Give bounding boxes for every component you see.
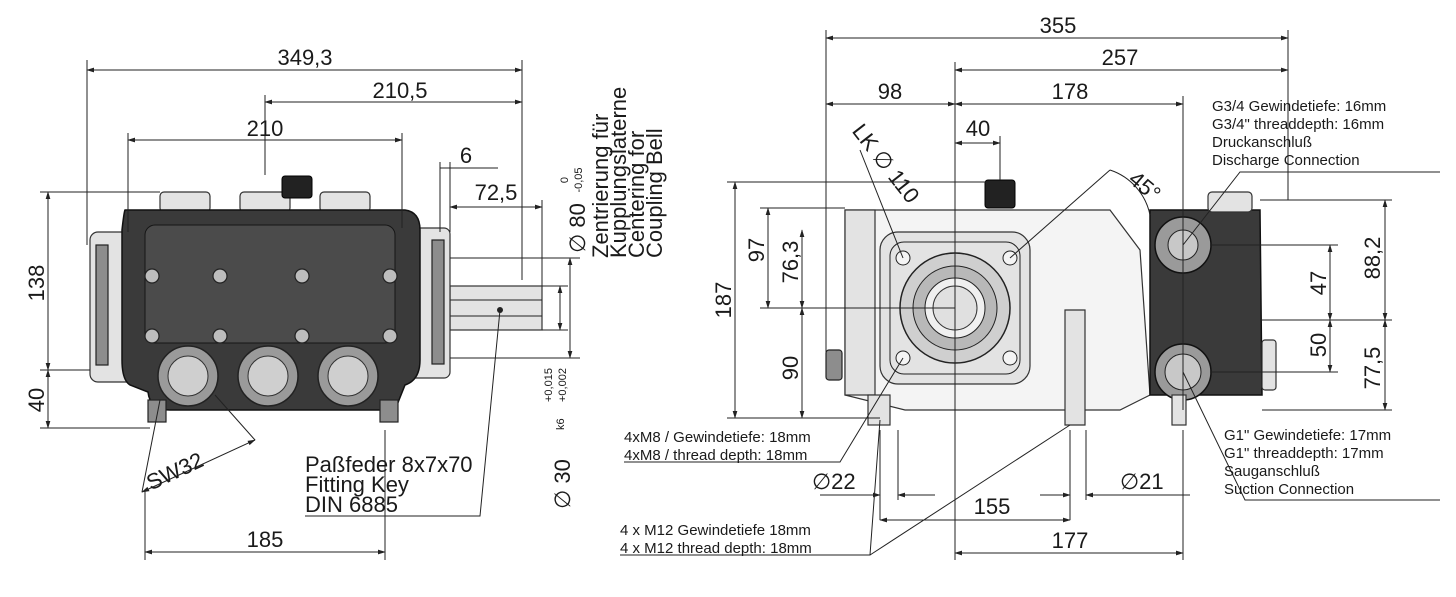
dim-suction-height: 77,5: [1360, 347, 1385, 390]
dim-knob-offset: 40: [966, 116, 990, 141]
m8-label-line-2: 4xM8 / thread depth: 18mm: [624, 447, 807, 464]
discharge-label-line-3: Druckanschluß: [1212, 134, 1312, 151]
dim-centering-tol-upper: 0: [559, 177, 571, 183]
key-label-line-1: Paßfeder 8x7x70: [305, 452, 473, 477]
dim-foot-to-end: 177: [1052, 528, 1089, 553]
dim-height: 138: [24, 265, 49, 302]
dim-upper: 97: [744, 238, 769, 262]
dim-to-center: 210: [247, 116, 284, 141]
dim-discharge-height: 88,2: [1360, 237, 1385, 280]
dim-lower: 90: [778, 356, 803, 380]
dim-foot-hole-right: ∅21: [1120, 469, 1164, 494]
suction-label-line-2: G1" threaddepth: 17mm: [1224, 445, 1384, 462]
centering-label-line-2: Kupplungslaterne: [606, 87, 631, 258]
dim-base-height: 40: [24, 388, 49, 412]
dim-shaft-length: 72,5: [475, 180, 518, 205]
discharge-label-line-4: Discharge Connection: [1212, 152, 1360, 169]
left-dimensions: 349,3 210,5 210 6 72,5 138 40 SW32: [24, 45, 667, 560]
dim-key-offset: 6: [460, 143, 472, 168]
dim-shaft-dia: ∅ 30: [550, 459, 575, 509]
dim-shaft-tol-upper: +0,015: [543, 368, 555, 402]
dim-wrench: SW32: [142, 447, 207, 495]
dim-angle: 45°: [1124, 166, 1166, 207]
pump-side-view: [89, 175, 543, 423]
dim-foot-spacing: 185: [247, 527, 284, 552]
dim-shaft-fit: k6: [555, 418, 567, 430]
dim-to-shaft-end: 210,5: [372, 78, 427, 103]
dim-centering-dia: ∅ 80: [565, 203, 590, 253]
dim-overall-length: 349,3: [277, 45, 332, 70]
centering-label-line-3: Centering for: [624, 131, 649, 258]
centering-label-line-4: Coupling Bell: [642, 128, 667, 258]
discharge-label-line-1: G3/4 Gewindetiefe: 16mm: [1212, 98, 1386, 115]
dim-discharge-offset: 47: [1306, 271, 1331, 295]
m8-label-line-1: 4xM8 / Gewindetiefe: 18mm: [624, 429, 811, 446]
dim-shaft-tol-lower: +0,002: [557, 368, 569, 402]
dim-foot-hole-left: ∅22: [812, 469, 856, 494]
dim-upper-inner: 76,3: [778, 241, 803, 284]
pump-front-view: [825, 179, 1277, 426]
dim-pitch-circle: LK ∅ 110: [847, 119, 924, 208]
dim-height-total: 187: [711, 282, 736, 319]
dim-left-part: 98: [878, 79, 902, 104]
dim-foot-span: 155: [974, 494, 1011, 519]
key-label-line-3: DIN 6885: [305, 492, 398, 517]
suction-label-line-3: Sauganschluß: [1224, 463, 1320, 480]
centering-label-line-1: Zentrierung für: [588, 114, 613, 258]
dim-overall: 355: [1040, 13, 1077, 38]
discharge-label-line-2: G3/4" threaddepth: 16mm: [1212, 116, 1384, 133]
m12-label-line-2: 4 x M12 thread depth: 18mm: [620, 540, 812, 557]
m12-label-line-1: 4 x M12 Gewindetiefe 18mm: [620, 522, 811, 539]
dim-centering-tol-lower: -0,05: [573, 167, 585, 192]
suction-label-line-1: G1" Gewindetiefe: 17mm: [1224, 427, 1391, 444]
dim-center-to-port: 178: [1052, 79, 1089, 104]
suction-label-line-4: Suction Connection: [1224, 481, 1354, 498]
dim-suction-offset: 50: [1306, 333, 1331, 357]
dim-right-part: 257: [1102, 45, 1139, 70]
key-label-line-2: Fitting Key: [305, 472, 409, 497]
